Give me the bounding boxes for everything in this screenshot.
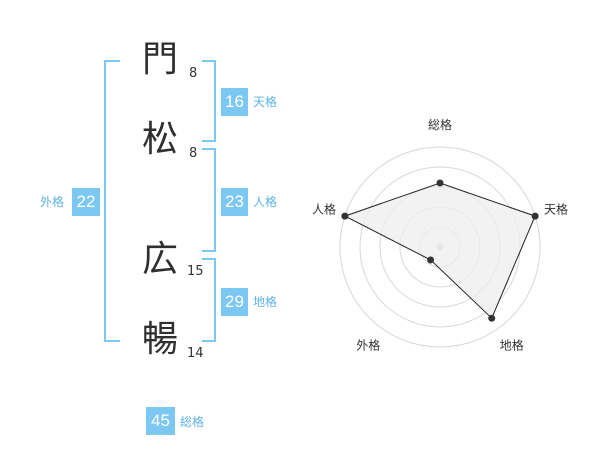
- radar-grid-ring: [339, 146, 541, 348]
- name-char-4: 暢: [141, 319, 178, 360]
- stroke-count-4: 14: [187, 346, 204, 361]
- radar-axis-label-3: 外格: [356, 338, 380, 353]
- tenkaku-value: 16: [221, 88, 248, 116]
- radar-point-2: [488, 314, 496, 322]
- stroke-count-2: 8: [189, 146, 198, 161]
- soukaku-label: 総格: [180, 415, 205, 429]
- jinkaku-label: 人格: [253, 195, 278, 209]
- radar-point-3: [427, 256, 435, 264]
- chikaku-label: 地格: [253, 295, 278, 309]
- jinkaku-value: 23: [221, 188, 248, 216]
- stroke-count-1: 8: [189, 66, 198, 81]
- jinkaku-bracket: [202, 148, 216, 252]
- chikaku-value: 29: [221, 288, 248, 316]
- tenkaku-bracket: [202, 60, 216, 142]
- radar-point-4: [341, 212, 349, 220]
- name-char-3: 広: [141, 239, 178, 280]
- radar-axis-label-4: 人格: [312, 201, 336, 216]
- gaikaku-bracket: [104, 60, 120, 342]
- soukaku-value: 45: [146, 407, 175, 435]
- radar-point-1: [531, 212, 539, 220]
- radar-axis-label-2: 地格: [500, 338, 524, 353]
- tenkaku-label: 天格: [253, 95, 278, 109]
- gaikaku-label: 外格: [40, 195, 65, 209]
- name-char-1: 門: [141, 39, 178, 80]
- radar-point-0: [436, 179, 444, 187]
- chikaku-bracket: [202, 258, 216, 342]
- radar-series-polygon: [343, 182, 536, 320]
- name-char-2: 松: [141, 119, 178, 160]
- gaikaku-value: 22: [72, 188, 100, 216]
- radar-axis-label-0: 総格: [428, 117, 452, 132]
- stroke-count-3: 15: [187, 264, 204, 279]
- radar-axis-label-1: 天格: [544, 201, 568, 216]
